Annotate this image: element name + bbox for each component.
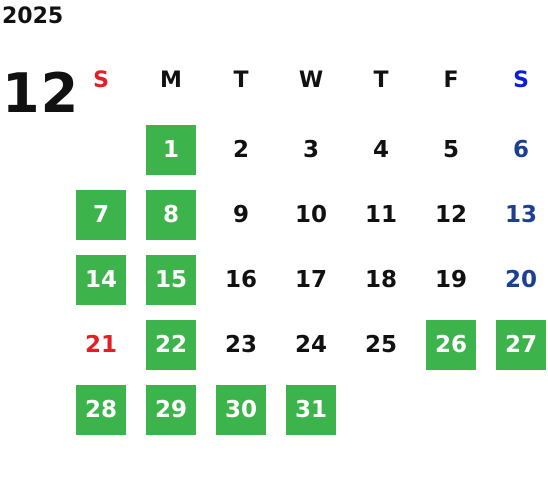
- holiday-day-cell: 28: [76, 385, 126, 435]
- weekday-monday: M: [160, 68, 182, 93]
- day-cell: 4: [372, 137, 389, 163]
- weekday-friday: F: [443, 68, 459, 93]
- holiday-day-cell: 27: [496, 320, 546, 370]
- day-cell: 9: [232, 202, 249, 228]
- day-cell: 24: [294, 332, 327, 358]
- day-cell: 21: [84, 332, 117, 358]
- day-cell: 25: [364, 332, 397, 358]
- holiday-day-cell: 31: [286, 385, 336, 435]
- holiday-day-cell: 29: [146, 385, 196, 435]
- weekday-tuesday: T: [233, 68, 249, 93]
- day-cell: 18: [364, 267, 397, 293]
- holiday-day-cell: 7: [76, 190, 126, 240]
- day-cell: 5: [442, 137, 459, 163]
- day-cell: 12: [434, 202, 467, 228]
- day-cell: 6: [512, 137, 529, 163]
- day-cell: 10: [294, 202, 327, 228]
- day-cell: 3: [302, 137, 319, 163]
- holiday-day-cell: 15: [146, 255, 196, 305]
- holiday-day-cell: 26: [426, 320, 476, 370]
- day-cell: 17: [294, 267, 327, 293]
- weekday-saturday: S: [513, 68, 529, 93]
- weekday-thursday: T: [373, 68, 389, 93]
- day-cell: 16: [224, 267, 257, 293]
- holiday-day-cell: 1: [146, 125, 196, 175]
- day-cell: 23: [224, 332, 257, 358]
- day-cell: 20: [504, 267, 537, 293]
- holiday-day-cell: 8: [146, 190, 196, 240]
- holiday-day-cell: 14: [76, 255, 126, 305]
- holiday-day-cell: 22: [146, 320, 196, 370]
- holiday-day-cell: 30: [216, 385, 266, 435]
- weekday-sunday: S: [93, 68, 109, 93]
- year-label: 2025: [2, 4, 64, 29]
- weekday-wednesday: W: [298, 68, 324, 93]
- day-cell: 19: [434, 267, 467, 293]
- day-cell: 2: [232, 137, 249, 163]
- month-number: 12: [2, 62, 80, 125]
- day-cell: 13: [504, 202, 537, 228]
- day-cell: 11: [364, 202, 397, 228]
